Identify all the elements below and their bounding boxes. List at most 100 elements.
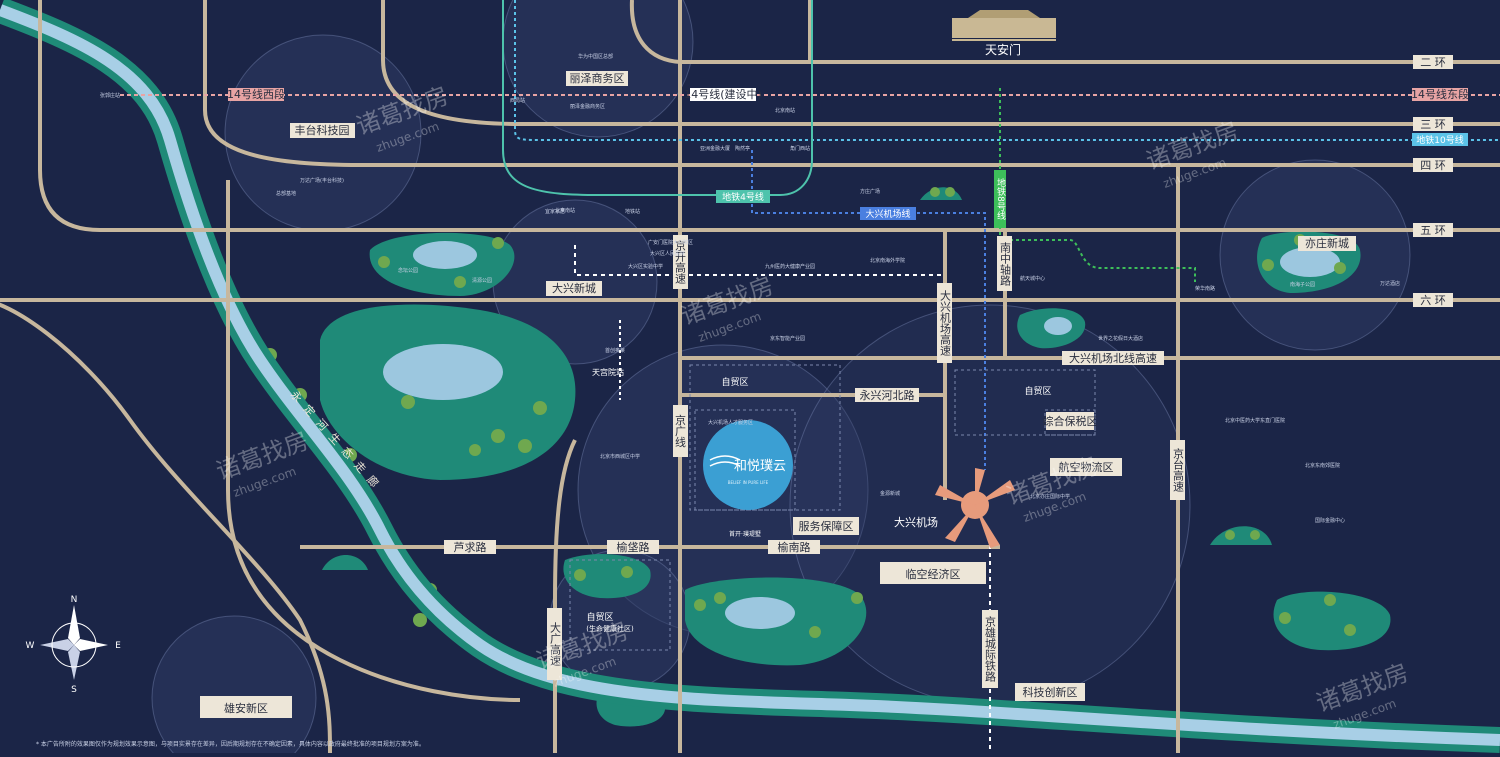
- bonded-label: 综合保税区: [1043, 414, 1098, 428]
- ring6-label: 六 环: [1420, 294, 1446, 307]
- poi-label: 万达酒店: [1380, 280, 1400, 287]
- poi-label: 宜家家居: [545, 208, 565, 215]
- project-name: 和悦璞云: [734, 459, 786, 474]
- poi-label: 角门西站: [790, 145, 810, 152]
- project-label: 首开·璞瑅墅: [729, 530, 761, 538]
- yunan-label: 榆南路: [778, 540, 811, 554]
- poi-label: 大兴机场人才服务区: [708, 419, 753, 426]
- compass-w: W: [26, 641, 35, 651]
- line4: [502, 0, 813, 196]
- tiananmen-icon: [952, 18, 1056, 38]
- poi-label: 北京东南郊医院: [1305, 462, 1340, 469]
- poi-label: 大兴区人民医院: [650, 250, 685, 257]
- lake-nanhaizi: [1280, 247, 1340, 277]
- ring6-west: [0, 302, 332, 754]
- lize-label: 丽泽商务区: [570, 71, 625, 85]
- ring2-label: 二 环: [1420, 56, 1446, 69]
- aviation-label: 航空物流区: [1059, 460, 1114, 474]
- poi-label: 国际金融中心: [1315, 517, 1345, 524]
- poi-label: 荣华南路: [1195, 285, 1215, 292]
- ring5-west: [38, 0, 101, 232]
- compass-s: S: [71, 685, 77, 695]
- poi-labels: 张郭庄站 西局站 北京南站 丽泽金融商务区 华为中国区总部 万达广场(丰台科技)…: [100, 53, 1400, 524]
- jingguang-label: 京广线: [674, 413, 687, 447]
- park-pwt: [1273, 591, 1391, 651]
- poi-label: 北京南海外学院: [870, 257, 905, 264]
- compass-e: E: [115, 641, 121, 651]
- ring4-west: [203, 0, 361, 167]
- ring2-west: [629, 0, 681, 64]
- line8: [999, 88, 1196, 282]
- line8-label: 地铁8号线: [995, 177, 1006, 220]
- ftz3-label: 自贸区: [586, 611, 613, 623]
- river-water: [0, 4, 1500, 746]
- rail-lines: [120, 0, 1500, 753]
- lake-wildlife: [725, 597, 795, 629]
- xiongan-label: 雄安新区: [224, 701, 268, 715]
- poi-label: 万达广场(丰台科技): [300, 177, 344, 184]
- service-label: 服务保障区: [799, 519, 854, 533]
- airport-line: [751, 150, 986, 470]
- poi-label: 九州医药大健康产业园: [765, 263, 815, 270]
- ring5-label: 五 环: [1420, 224, 1446, 237]
- ftz3-sub-label: (生命健康社区): [586, 624, 634, 633]
- linkong-label: 临空经济区: [906, 567, 961, 581]
- lake-yongding: [383, 344, 503, 400]
- lake-mid: [1044, 317, 1072, 335]
- nanzhong-label: 南中轴路: [999, 242, 1012, 287]
- poi-label: 北京亦庄国际中学: [1030, 493, 1070, 500]
- outer-west-road: [226, 180, 521, 702]
- ftz2-label: 自贸区: [1024, 385, 1051, 397]
- poi-label: 华为中国区总部: [578, 53, 613, 60]
- ring4-label: 四 环: [1420, 159, 1446, 172]
- tiananmen-label: 天安门: [985, 42, 1021, 57]
- project-marker: 和悦璞云 BELIEF IN PURE LIFE 首开·璞瑅墅: [703, 420, 793, 538]
- jingtai-label: 京台高速: [1172, 447, 1185, 492]
- compass-north-icon: [68, 605, 80, 645]
- poi-label: 北京市西城区中学: [600, 453, 640, 460]
- poi-label: 京东智能产业园: [770, 335, 805, 342]
- zone-boxes: [569, 364, 1096, 651]
- ring-labels: 二 环 三 环 四 环 五 环 六 环: [1413, 55, 1453, 307]
- rail-labels: 14号线西段 14号线(建设中) 14号线东段 地铁10号线 地铁4号线 大兴机…: [227, 87, 1469, 228]
- daguang-road: [553, 439, 577, 753]
- poi-label: 念坛公园: [398, 267, 418, 274]
- sci-label: 科技创新区: [1023, 685, 1078, 699]
- jingxiong-label: 京雄城际铁路: [984, 615, 997, 683]
- yufa-label: 榆垡路: [617, 540, 650, 554]
- line14-east-label: 14号线东段: [1411, 87, 1469, 101]
- jingkai-label: 京开高速: [674, 239, 687, 284]
- poi-label: 方庄广场: [860, 188, 880, 195]
- airport-label: 大兴机场: [894, 515, 938, 529]
- ftz1-label: 自贸区: [721, 376, 748, 388]
- airport-hwy-label: 大兴机场高速: [939, 289, 952, 356]
- poi-label: 大兴区实验中学: [628, 263, 663, 270]
- poi-label: 北京南站: [555, 207, 575, 214]
- poi-label: 世界之花假日大酒店: [1098, 335, 1143, 342]
- daguang-label: 大广高速: [549, 621, 562, 666]
- poi-label: 丽泽金融商务区: [570, 103, 605, 110]
- road-labels: 京开高速 大兴机场高速 南中轴路 京台高速 大兴机场北线高速 永兴河北路 京广线…: [444, 235, 1185, 688]
- park-children: [322, 555, 368, 570]
- poi-label: 北京南站: [775, 107, 795, 114]
- poi-label: 南海子公园: [1290, 281, 1315, 288]
- poi-label: 亚洲金融大厦: [700, 145, 730, 152]
- parks: [320, 187, 1391, 727]
- poi-label: 清源公园: [472, 277, 492, 284]
- compass: N S E W: [26, 595, 122, 695]
- airport-line-label: 大兴机场线: [865, 208, 910, 220]
- line14-west-label: 14号线西段: [227, 87, 285, 101]
- ring3-west: [381, 0, 521, 126]
- poi-label: 陶然亭: [735, 145, 750, 152]
- poi-label: 北京中医药大学东直门医院: [1225, 417, 1285, 424]
- fengtai-label: 丰台科技园: [295, 123, 350, 137]
- district-labels: 丽泽商务区 丰台科技园 大兴新城 亦庄新城 雄安新区 临空经济区 服务保障区 综…: [200, 71, 1356, 718]
- poi-label: 地铁站: [625, 208, 640, 215]
- poi-label: 航天城中心: [1020, 275, 1045, 282]
- poi-label: 张郭庄站: [100, 92, 120, 99]
- footnote: * 本广告所附的效果图仅作为规划效果示意图，与项目实景存在差异，因后期规划存在不…: [36, 740, 425, 748]
- project-sub: BELIEF IN PURE LIFE: [728, 480, 769, 485]
